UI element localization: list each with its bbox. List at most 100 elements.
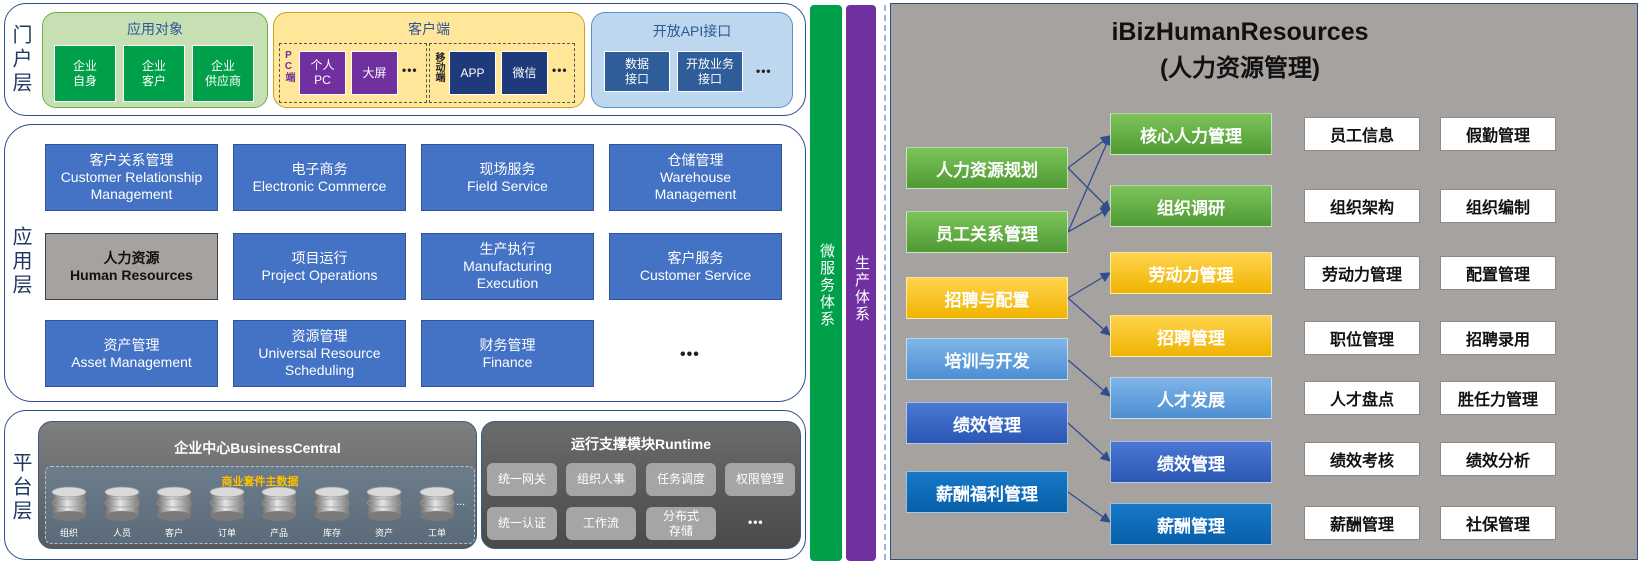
hr-left-training[interactable]: 培训与开发	[906, 338, 1068, 380]
feature-staffing[interactable]: 组织编制	[1440, 189, 1556, 223]
client-tile-app[interactable]: APP	[449, 51, 496, 95]
feature-leave[interactable]: 假勤管理	[1440, 117, 1556, 151]
feature-employee-info[interactable]: 员工信息	[1304, 117, 1420, 151]
rt-auth[interactable]: 统一认证	[487, 507, 557, 540]
hr-mid-compensation[interactable]: 薪酬管理	[1110, 503, 1272, 545]
runtime-title: 运行支撑模块Runtime	[571, 436, 711, 452]
feature-appraisal[interactable]: 绩效考核	[1304, 442, 1420, 476]
database-label: 组织	[59, 528, 78, 538]
object-tile-customer[interactable]: 企业客户	[123, 45, 185, 102]
pc-group	[279, 43, 427, 103]
database-label: 订单	[217, 528, 236, 538]
rt-distributed-storage[interactable]: 分布式存储	[646, 507, 716, 540]
microservice-bar: 微服务体系	[810, 5, 842, 561]
pc-more: •••	[402, 63, 418, 77]
object-tile-supplier[interactable]: 企业供应商	[192, 45, 254, 102]
arrow-planning-survey	[1067, 167, 1111, 211]
hr-subtitle: (人力资源管理)	[1160, 55, 1320, 82]
production-bar: 生产体系	[846, 5, 876, 561]
rt-org-hr[interactable]: 组织人事	[566, 463, 636, 496]
rt-scheduling[interactable]: 任务调度	[646, 463, 716, 496]
api-more: •••	[756, 64, 772, 78]
database-icon	[208, 486, 246, 522]
feature-position[interactable]: 职位管理	[1304, 321, 1420, 355]
database-label: 产品	[269, 528, 288, 538]
bc-more: ...	[456, 496, 466, 508]
client-tile-screen[interactable]: 大屏	[351, 51, 398, 95]
app-layer-label: 应用层	[9, 226, 31, 298]
divider-line	[884, 5, 886, 560]
hr-mid-core[interactable]: 核心人力管理	[1110, 113, 1272, 155]
hr-left-recruiting[interactable]: 招聘与配置	[906, 277, 1068, 319]
pc-label: PC端	[283, 50, 294, 82]
feature-talent-review[interactable]: 人才盘点	[1304, 381, 1420, 415]
feature-recruit-hire[interactable]: 招聘录用	[1440, 321, 1556, 355]
api-tile-business[interactable]: 开放业务接口	[677, 51, 743, 92]
feature-labor[interactable]: 劳动力管理	[1304, 256, 1420, 290]
database-label: 人员	[112, 528, 131, 538]
feature-competency[interactable]: 胜任力管理	[1440, 381, 1556, 415]
feature-perf-analysis[interactable]: 绩效分析	[1440, 442, 1556, 476]
business-central-box: 企业中心BusinessCentral 商业套件主数据	[38, 421, 477, 549]
feature-payroll[interactable]: 薪酬管理	[1304, 506, 1420, 540]
hr-mid-performance[interactable]: 绩效管理	[1110, 441, 1272, 483]
database-label: 工单	[427, 528, 446, 538]
hr-mid-talent[interactable]: 人才发展	[1110, 377, 1272, 419]
database-label: 库存	[322, 528, 341, 538]
database-icon	[260, 486, 298, 522]
mobile-group	[429, 43, 575, 103]
client-tile-wechat[interactable]: 微信	[501, 51, 548, 95]
arrow-relations-core	[1067, 134, 1112, 233]
database-icon	[313, 486, 351, 522]
feature-config[interactable]: 配置管理	[1440, 256, 1556, 290]
rt-permissions[interactable]: 权限管理	[725, 463, 795, 496]
database-icon	[418, 486, 456, 522]
apps-more: •••	[680, 346, 700, 363]
hr-left-relations[interactable]: 员工关系管理	[906, 211, 1068, 253]
hr-title: iBizHumanResources	[1111, 18, 1369, 46]
arrow-training-talent	[1067, 359, 1111, 397]
mobile-more: •••	[552, 63, 568, 77]
business-central-title: 企业中心BusinessCentral	[174, 440, 341, 456]
hr-left-compensation[interactable]: 薪酬福利管理	[906, 471, 1068, 513]
rt-workflow[interactable]: 工作流	[566, 507, 636, 540]
platform-layer-label: 平台层	[9, 452, 31, 524]
arrow-recruit-hiring	[1067, 297, 1111, 336]
master-data-title: 商业套件主数据	[221, 476, 299, 488]
rt-more: •••	[748, 515, 764, 529]
object-tile-self[interactable]: 企业自身	[54, 45, 116, 102]
hr-mid-survey[interactable]: 组织调研	[1110, 185, 1272, 227]
app-objects-title: 应用对象	[127, 21, 183, 37]
feature-social-security[interactable]: 社保管理	[1440, 506, 1556, 540]
database-icon	[155, 486, 193, 522]
hr-mid-labor[interactable]: 劳动力管理	[1110, 252, 1272, 294]
arrow-perf-perf	[1067, 422, 1111, 462]
database-label: 资产	[374, 528, 393, 538]
database-icon	[365, 486, 403, 522]
mobile-label: 移动端	[433, 52, 444, 82]
api-tile-data[interactable]: 数据接口	[604, 51, 670, 92]
hr-left-planning[interactable]: 人力资源规划	[906, 147, 1068, 189]
portal-layer-label: 门户层	[9, 24, 31, 96]
database-icon	[50, 486, 88, 522]
feature-org-structure[interactable]: 组织架构	[1304, 189, 1420, 223]
hr-left-performance[interactable]: 绩效管理	[906, 402, 1068, 444]
database-icon	[103, 486, 141, 522]
arrow-relations-survey	[1067, 207, 1112, 233]
database-label: 客户	[164, 528, 183, 538]
rt-gateway[interactable]: 统一网关	[487, 463, 557, 496]
hr-mid-hiring[interactable]: 招聘管理	[1110, 315, 1272, 357]
